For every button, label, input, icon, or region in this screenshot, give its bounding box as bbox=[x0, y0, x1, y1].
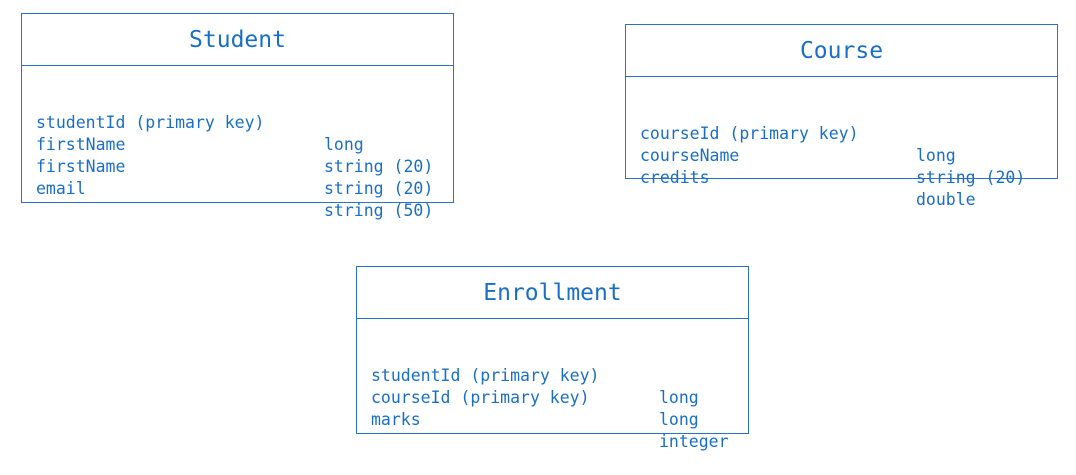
attribute-name: studentId (primary key) bbox=[371, 366, 600, 385]
attribute-name: courseId (primary key) bbox=[640, 124, 859, 143]
entity-attributes: studentId (primary key) long courseId (p… bbox=[357, 319, 748, 451]
entity-attributes: studentId (primary key) long firstName s… bbox=[22, 66, 453, 220]
attribute-row: courseId (primary key) long bbox=[357, 365, 748, 429]
attribute-row: firstName string (20) bbox=[22, 112, 453, 176]
attribute-name: credits bbox=[640, 168, 710, 187]
entity-title: Enrollment bbox=[357, 267, 748, 319]
entity-enrollment: Enrollment studentId (primary key) long … bbox=[356, 266, 749, 451]
entity-student: Student studentId (primary key) long fir… bbox=[21, 13, 454, 220]
attribute-name: email bbox=[36, 179, 86, 198]
attribute-type: long bbox=[659, 388, 699, 407]
attribute-row: studentId (primary key) long bbox=[357, 343, 748, 407]
attribute-name: firstName bbox=[36, 135, 126, 154]
attribute-row: courseName string (20) bbox=[626, 123, 1057, 187]
attribute-type: string (20) bbox=[324, 179, 434, 198]
attribute-row: courseId (primary key) long bbox=[626, 101, 1057, 165]
attribute-type: long bbox=[916, 146, 956, 165]
attribute-type: string (50) bbox=[324, 201, 434, 220]
attribute-type: long bbox=[659, 410, 699, 429]
attribute-name: courseName bbox=[640, 146, 740, 165]
attribute-row: marks integer bbox=[357, 387, 748, 451]
attribute-name: firstName bbox=[36, 157, 126, 176]
attribute-name: courseId (primary key) bbox=[371, 388, 590, 407]
attribute-type: integer bbox=[659, 432, 729, 451]
entity-attributes: courseId (primary key) long courseName s… bbox=[626, 77, 1057, 209]
attribute-type: string (20) bbox=[916, 168, 1026, 187]
attribute-row: credits double bbox=[626, 145, 1057, 209]
attribute-row: studentId (primary key) long bbox=[22, 90, 453, 154]
attribute-type: string (20) bbox=[324, 157, 434, 176]
attribute-name: marks bbox=[371, 410, 421, 429]
attribute-row: firstName string (20) bbox=[22, 134, 453, 198]
entity-title: Course bbox=[626, 25, 1057, 77]
attribute-type: double bbox=[916, 190, 976, 209]
attribute-row: email string (50) bbox=[22, 156, 453, 220]
entity-course: Course courseId (primary key) long cours… bbox=[625, 24, 1058, 209]
attribute-type: long bbox=[324, 135, 364, 154]
entity-title: Student bbox=[22, 14, 453, 66]
attribute-name: studentId (primary key) bbox=[36, 113, 265, 132]
